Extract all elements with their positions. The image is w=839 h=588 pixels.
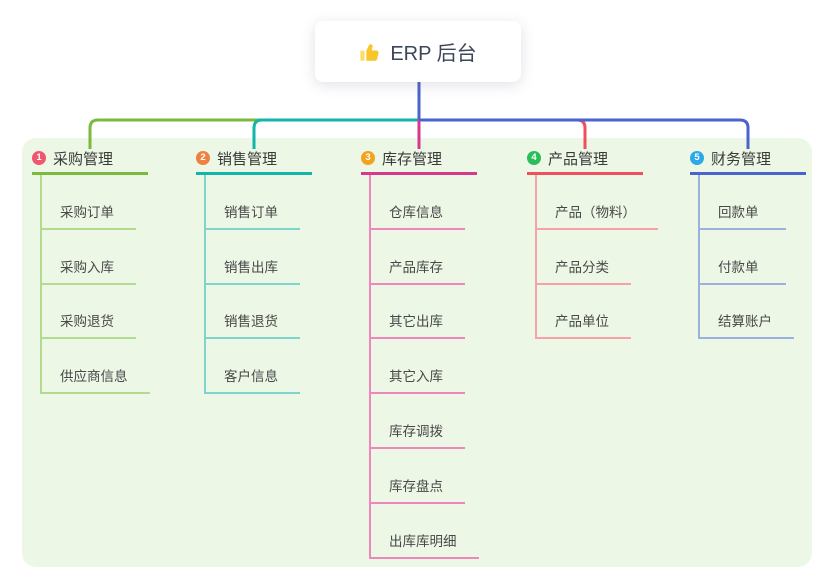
child-node[interactable]: 销售退货 bbox=[206, 285, 300, 340]
root-label: ERP 后台 bbox=[390, 43, 477, 65]
branch-label: 财务管理 bbox=[711, 150, 772, 168]
branch-index-badge: 1 bbox=[32, 151, 46, 165]
branch-node[interactable]: 3 库存管理 bbox=[361, 148, 477, 175]
branch-node[interactable]: 2 销售管理 bbox=[196, 148, 312, 175]
root-node[interactable]: ERP 后台 bbox=[315, 21, 521, 82]
child-node[interactable]: 库存盘点 bbox=[371, 449, 465, 504]
branch-label: 库存管理 bbox=[382, 150, 443, 168]
mindmap-panel bbox=[22, 138, 812, 567]
branch-sales: 2 销售管理 销售订单 销售出库 销售退货 客户信息 bbox=[196, 148, 326, 395]
child-node[interactable]: 其它出库 bbox=[371, 285, 465, 340]
thumbs-up-icon bbox=[360, 43, 379, 61]
child-node[interactable]: 采购订单 bbox=[42, 175, 136, 230]
child-node[interactable]: 结算账户 bbox=[700, 285, 794, 340]
branch-children: 采购订单 采购入库 采购退货 供应商信息 bbox=[40, 175, 162, 395]
child-node[interactable]: 客户信息 bbox=[206, 339, 300, 395]
branch-product: 4 产品管理 产品（物料） 产品分类 产品单位 bbox=[527, 148, 658, 340]
branch-children: 销售订单 销售出库 销售退货 客户信息 bbox=[204, 175, 326, 395]
branch-node[interactable]: 1 采购管理 bbox=[32, 148, 148, 175]
child-node[interactable]: 出库库明细 bbox=[371, 504, 479, 559]
branch-label: 产品管理 bbox=[548, 150, 609, 168]
child-node[interactable]: 销售订单 bbox=[206, 175, 300, 230]
child-node[interactable]: 回款单 bbox=[700, 175, 786, 230]
branch-inventory: 3 库存管理 仓库信息 产品库存 其它出库 其它入库 库存调拨 库存盘点 出库库… bbox=[361, 148, 491, 559]
branch-label: 采购管理 bbox=[53, 150, 114, 168]
branch-children: 仓库信息 产品库存 其它出库 其它入库 库存调拨 库存盘点 出库库明细 bbox=[369, 175, 491, 559]
branch-index-badge: 3 bbox=[361, 151, 375, 165]
branch-index-badge: 2 bbox=[196, 151, 210, 165]
child-node[interactable]: 付款单 bbox=[700, 230, 786, 285]
branch-node[interactable]: 5 财务管理 bbox=[690, 148, 806, 175]
child-node[interactable]: 采购入库 bbox=[42, 230, 136, 285]
child-node[interactable]: 其它入库 bbox=[371, 339, 465, 395]
branch-purchase: 1 采购管理 采购订单 采购入库 采购退货 供应商信息 bbox=[32, 148, 162, 395]
child-node[interactable]: 供应商信息 bbox=[42, 339, 150, 395]
child-node[interactable]: 产品库存 bbox=[371, 230, 465, 285]
branch-label: 销售管理 bbox=[217, 150, 278, 168]
child-node[interactable]: 库存调拨 bbox=[371, 394, 465, 449]
branch-index-badge: 4 bbox=[527, 151, 541, 165]
child-node[interactable]: 仓库信息 bbox=[371, 175, 465, 230]
child-node[interactable]: 产品（物料） bbox=[537, 175, 658, 230]
child-node[interactable]: 产品单位 bbox=[537, 285, 631, 340]
child-node[interactable]: 销售出库 bbox=[206, 230, 300, 285]
branch-finance: 5 财务管理 回款单 付款单 结算账户 bbox=[690, 148, 820, 340]
branch-children: 回款单 付款单 结算账户 bbox=[698, 175, 820, 340]
branch-node[interactable]: 4 产品管理 bbox=[527, 148, 643, 175]
branch-index-badge: 5 bbox=[690, 151, 704, 165]
child-node[interactable]: 产品分类 bbox=[537, 230, 631, 285]
child-node[interactable]: 采购退货 bbox=[42, 285, 136, 340]
branch-children: 产品（物料） 产品分类 产品单位 bbox=[535, 175, 658, 340]
